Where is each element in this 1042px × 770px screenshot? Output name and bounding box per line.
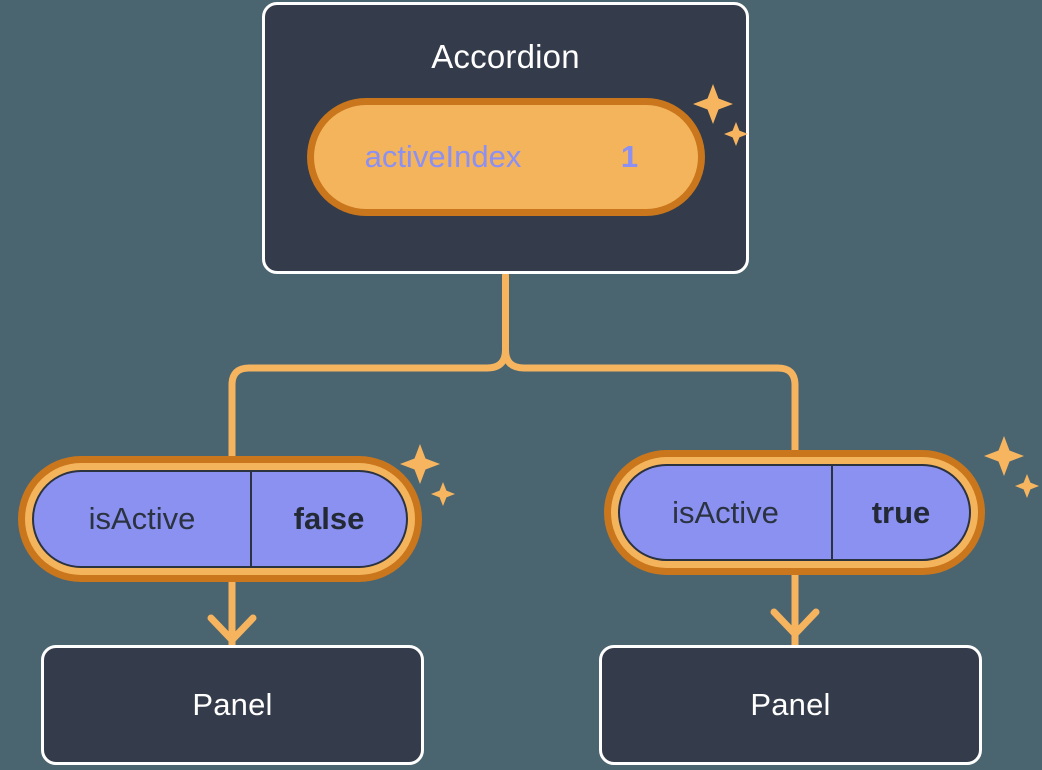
state-value-label: false — [293, 501, 365, 536]
state-pill-is-active-false[interactable]: isActive false — [18, 456, 422, 582]
wire-branch-left — [228, 346, 509, 466]
panel-title: Panel — [192, 687, 273, 722]
pill-body: isActive true — [618, 464, 971, 561]
pill-inner-ring: isActive false — [25, 463, 415, 575]
sparkle-group-true — [984, 436, 1039, 498]
accordion-title: Accordion — [431, 38, 580, 75]
state-value-label: true — [871, 494, 931, 530]
pill-body: activeIndex 1 — [321, 112, 691, 202]
component-node-panel-right[interactable]: Panel — [599, 645, 982, 765]
state-pill-active-index[interactable]: activeIndex 1 — [307, 98, 705, 216]
wire-branch-right — [502, 346, 799, 466]
pill-body: isActive false — [32, 470, 408, 568]
panel-title: Panel — [750, 687, 831, 722]
state-key-label: isActive — [34, 472, 252, 566]
arrow-down-icon-right — [770, 608, 820, 638]
state-value-label: 1 — [620, 139, 639, 174]
pill-inner-ring: isActive true — [611, 457, 978, 568]
pill-inner-ring: activeIndex 1 — [314, 105, 698, 209]
state-key-label: activeIndex — [321, 112, 568, 202]
state-key-label: isActive — [620, 466, 833, 559]
state-pill-is-active-true[interactable]: isActive true — [604, 450, 985, 575]
component-node-panel-left[interactable]: Panel — [41, 645, 424, 765]
arrow-down-icon-left — [207, 614, 257, 644]
sparkle-four-point-small-icon — [1015, 474, 1039, 498]
sparkle-four-point-small-icon — [431, 482, 455, 506]
sparkle-four-point-icon — [984, 436, 1024, 476]
